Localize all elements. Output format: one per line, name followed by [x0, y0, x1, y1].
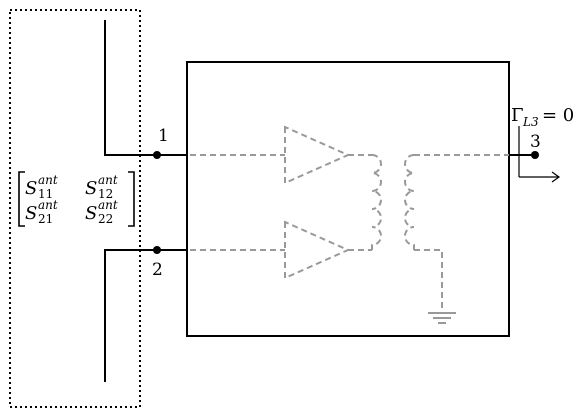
primary-coil-icon: [371, 154, 382, 250]
svg-text:ant: ant: [98, 173, 118, 187]
matrix-left-bracket: [18, 171, 25, 227]
svg-text:L3: L3: [522, 115, 539, 129]
amplifier-1-icon: [284, 125, 351, 185]
svg-text:= 0: = 0: [542, 105, 574, 126]
svg-text:ant: ant: [38, 198, 58, 212]
svg-text:Γ: Γ: [511, 105, 524, 126]
svg-text:ant: ant: [98, 198, 118, 212]
svg-text:S: S: [85, 203, 97, 224]
s11-entry: S ant 11: [25, 173, 58, 201]
svg-text:22: 22: [98, 212, 113, 226]
port1-node: [153, 151, 161, 159]
svg-text:ant: ant: [38, 173, 58, 187]
svg-text:11: 11: [38, 187, 53, 201]
antenna-enclosure: [9, 9, 141, 408]
svg-text:21: 21: [38, 212, 53, 226]
svg-text:S: S: [25, 203, 37, 224]
svg-text:S: S: [85, 178, 97, 199]
port2-node: [153, 246, 161, 254]
svg-text:12: 12: [98, 187, 113, 201]
port1-label: 1: [158, 126, 169, 146]
port2-label: 2: [152, 260, 163, 280]
port3-label: 3: [530, 132, 541, 152]
ground-icon: [428, 312, 456, 324]
port3-node: [531, 151, 539, 159]
antenna-wire-2: [104, 249, 157, 382]
s21-entry: S ant 21: [25, 198, 58, 226]
combiner-box: [186, 61, 510, 337]
matrix-right-bracket: [128, 171, 135, 227]
amplifier-2-icon: [284, 220, 351, 280]
ground-line: [414, 249, 443, 312]
svg-text:S: S: [25, 178, 37, 199]
s22-entry: S ant 22: [85, 198, 118, 226]
s12-entry: S ant 12: [85, 173, 118, 201]
antenna-wire-1: [104, 20, 157, 156]
load-reflection-label: Γ L3 = 0: [511, 105, 574, 129]
internal-circuit: [190, 125, 510, 312]
reference-arrow: [518, 126, 561, 183]
secondary-coil-icon: [404, 154, 415, 250]
